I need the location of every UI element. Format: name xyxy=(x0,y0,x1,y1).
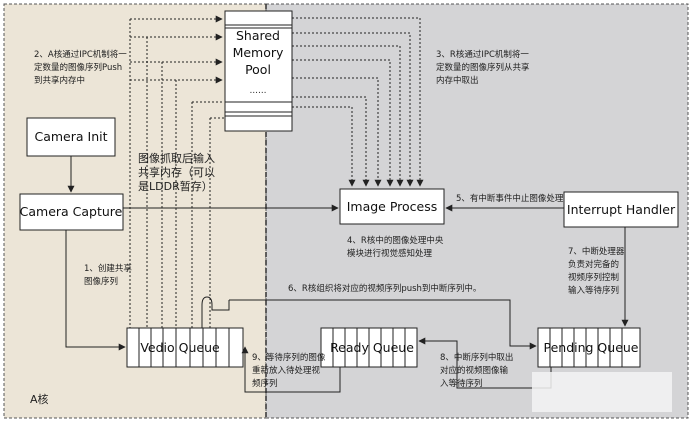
svg-text:到共享内存中: 到共享内存中 xyxy=(34,75,85,86)
shared-memory-pool: Shared Memory Pool …… xyxy=(224,10,293,132)
camera-capture-label: Camera Capture xyxy=(20,204,123,219)
blurred-corner-patch xyxy=(532,372,672,412)
image-process-box: Image Process xyxy=(339,188,445,225)
svg-text:定数量的图像序列Push: 定数量的图像序列Push xyxy=(34,62,122,73)
svg-text:入等待序列: 入等待序列 xyxy=(440,378,483,389)
pool-line-2: Memory xyxy=(233,45,284,60)
svg-text:图像序列: 图像序列 xyxy=(84,276,118,287)
a-core-label: A核 xyxy=(30,392,49,406)
note-capture: 图像抓取后输入 共享内存（可以 是LDDR暂存） xyxy=(138,151,215,193)
svg-text:定数量的图像序列从共享: 定数量的图像序列从共享 xyxy=(436,62,530,73)
image-process-label: Image Process xyxy=(347,199,438,214)
pool-line-3: Pool xyxy=(245,62,271,77)
svg-text:图像抓取后输入: 图像抓取后输入 xyxy=(138,151,215,165)
svg-text:重新放入待处理视: 重新放入待处理视 xyxy=(252,365,321,376)
ready-queue-label: Ready Queue xyxy=(330,340,414,355)
svg-text:7、中断处理器: 7、中断处理器 xyxy=(568,246,625,257)
solid-arrows xyxy=(65,156,629,393)
svg-text:3、R核通过IPC机制将一: 3、R核通过IPC机制将一 xyxy=(436,49,529,60)
svg-text:模块进行视觉感知处理: 模块进行视觉感知处理 xyxy=(347,248,433,259)
pool-line-4: …… xyxy=(250,86,267,96)
pending-queue: Pending Queue xyxy=(537,327,641,368)
svg-text:负责对完备的: 负责对完备的 xyxy=(568,259,619,270)
svg-text:2、A核通过IPC机制将一: 2、A核通过IPC机制将一 xyxy=(34,49,127,60)
ready-queue: Ready Queue xyxy=(320,327,418,368)
note-8: 8、中断序列中取出 对应的视频图像输 入等待序列 xyxy=(440,352,513,389)
camera-init-label: Camera Init xyxy=(34,129,107,144)
arrow-vedio-to-pending xyxy=(229,299,537,350)
svg-text:8、中断序列中取出: 8、中断序列中取出 xyxy=(440,352,513,363)
svg-text:是LDDR暂存）: 是LDDR暂存） xyxy=(138,179,213,193)
camera-capture-box: Camera Capture xyxy=(19,193,124,231)
note-9: 9、等待序列的图像 重新放入待处理视 频序列 xyxy=(252,352,326,389)
arrow-capture-to-vedio-queue xyxy=(65,230,126,351)
note-4: 4、R核中的图像处理中央 模块进行视觉感知处理 xyxy=(347,235,444,259)
dotted-arrows-a-to-pool xyxy=(129,15,224,328)
svg-text:6、R核组织将对应的视频序列push到中断序列中。: 6、R核组织将对应的视频序列push到中断序列中。 xyxy=(288,283,481,294)
svg-text:共享内存（可以: 共享内存（可以 xyxy=(138,165,215,179)
svg-text:输入等待序列: 输入等待序列 xyxy=(568,285,619,296)
camera-init-box: Camera Init xyxy=(26,117,116,157)
interrupt-handler-label: Interrupt Handler xyxy=(567,202,676,217)
vedio-queue: Vedio Queue xyxy=(126,327,244,368)
vedio-to-pending-hop xyxy=(201,296,230,328)
interrupt-handler-box: Interrupt Handler xyxy=(563,191,679,228)
svg-text:对应的视频图像输: 对应的视频图像输 xyxy=(440,365,509,376)
svg-text:内存中取出: 内存中取出 xyxy=(436,75,479,86)
svg-text:1、创建共享: 1、创建共享 xyxy=(84,263,132,274)
note-2: 2、A核通过IPC机制将一 定数量的图像序列Push 到共享内存中 xyxy=(34,49,127,86)
arrow-ready-to-vedio xyxy=(241,346,341,393)
vedio-queue-label: Vedio Queue xyxy=(140,340,220,355)
pending-queue-label: Pending Queue xyxy=(543,340,638,355)
svg-text:4、R核中的图像处理中央: 4、R核中的图像处理中央 xyxy=(347,235,444,246)
note-3: 3、R核通过IPC机制将一 定数量的图像序列从共享 内存中取出 xyxy=(436,49,530,86)
note-7: 7、中断处理器 负责对完备的 视频序列控制 输入等待序列 xyxy=(568,246,625,296)
note-1: 1、创建共享 图像序列 xyxy=(84,263,132,287)
pool-line-1: Shared xyxy=(236,28,280,43)
svg-text:9、等待序列的图像: 9、等待序列的图像 xyxy=(252,352,326,363)
svg-text:视频序列控制: 视频序列控制 xyxy=(568,272,619,283)
note-6: 6、R核组织将对应的视频序列push到中断序列中。 xyxy=(288,283,481,294)
dotted-arrows-pool-to-process xyxy=(292,17,424,187)
svg-text:5、有中断事件中止图像处理: 5、有中断事件中止图像处理 xyxy=(456,193,564,204)
svg-text:频序列: 频序列 xyxy=(252,378,278,389)
note-5: 5、有中断事件中止图像处理 xyxy=(456,193,564,204)
